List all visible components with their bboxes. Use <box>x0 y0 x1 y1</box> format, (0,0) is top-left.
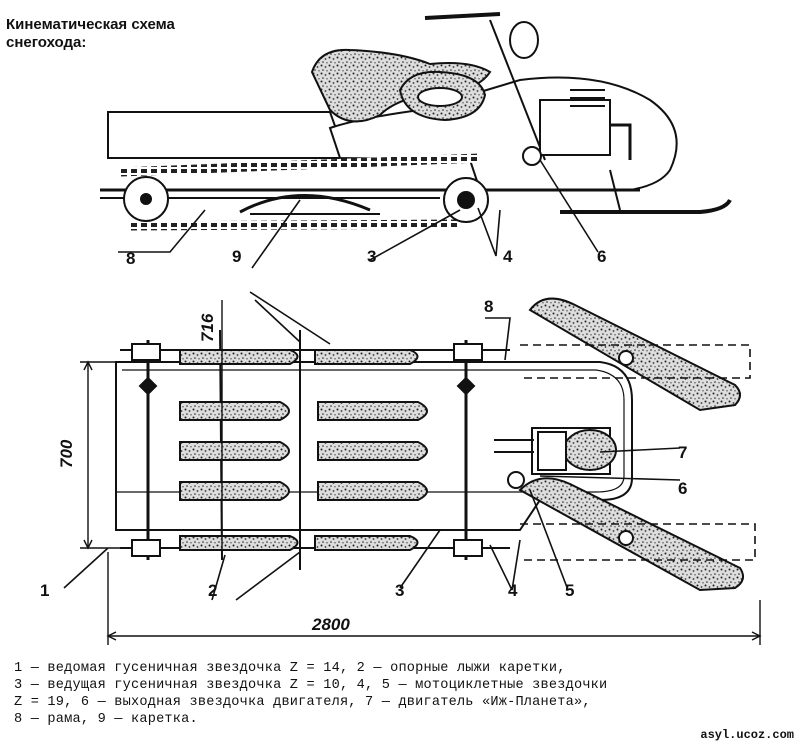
top-label-driven-sprocket: 1 <box>40 581 49 600</box>
engine-block-side <box>539 99 611 156</box>
dimension-track-gap: 716 <box>198 313 217 342</box>
headlight <box>509 21 539 59</box>
rear-sprocket-diamond <box>138 376 158 396</box>
side-label-frame: 8 <box>126 249 135 268</box>
engine-box <box>537 431 567 471</box>
engine-output-sprocket <box>507 471 525 489</box>
ski-outer-1 <box>179 349 299 365</box>
top-label-moto-sprocket-5: 5 <box>565 581 574 600</box>
output-shaft <box>494 439 534 453</box>
carriage-arch <box>239 194 371 214</box>
top-label-engine: 7 <box>678 443 687 462</box>
top-view <box>115 297 756 592</box>
side-label-drive-sprocket: 3 <box>367 247 376 266</box>
diagram-title: Кинематическая схема снегохода: <box>6 16 246 52</box>
rear-sprocket-top <box>131 343 161 361</box>
ski-outer-4 <box>314 535 419 551</box>
caption-line-3: Z = 19, 6 — выходная звездочка двигателя… <box>14 695 591 710</box>
ski-outer-3 <box>179 535 299 551</box>
steering-column <box>489 19 546 161</box>
watermark: asyl.ucoz.com <box>700 728 794 742</box>
track-lower <box>129 219 461 231</box>
dimension-width: 700 <box>57 439 76 468</box>
side-view <box>100 12 732 231</box>
engine-fins <box>570 89 605 107</box>
title-line-1: Кинематическая схема <box>6 16 175 33</box>
ski-inner-3 <box>179 441 290 461</box>
ski-inner-6 <box>317 481 428 501</box>
engine-cylinder <box>563 429 617 471</box>
drive-sprocket-top <box>453 343 483 361</box>
top-frame-inner <box>116 369 625 493</box>
side-label-engine-sprocket: 6 <box>597 247 606 266</box>
cargo-box <box>107 111 341 159</box>
handlebar <box>424 12 501 20</box>
caption-line-4: 8 — рама, 9 — каретка. <box>14 712 198 727</box>
top-label-moto-sprocket-4: 4 <box>508 581 518 600</box>
dimension-lines <box>80 300 762 645</box>
side-label-moto-sprocket: 4 <box>503 247 513 266</box>
ski-inner-5 <box>179 481 290 501</box>
legend-caption: 1 — ведомая гусеничная звездочка Z = 14,… <box>14 660 796 728</box>
fuel-cap <box>417 87 463 107</box>
front-ski <box>560 198 732 214</box>
dimension-length: 2800 <box>311 615 350 634</box>
dashed-ski-right <box>520 523 756 561</box>
ski-outer-2 <box>314 349 419 365</box>
ski-inner-4 <box>317 441 428 461</box>
exhaust-pipe <box>610 123 632 160</box>
seat <box>310 48 492 123</box>
top-label-engine-sprocket: 6 <box>678 479 687 498</box>
caption-line-2: 3 — ведущая гусеничная звездочка Z = 10,… <box>14 678 608 693</box>
ski-inner-2 <box>317 401 428 421</box>
side-view-leaders <box>118 159 599 269</box>
rear-sprocket-bottom <box>131 539 161 557</box>
front-ski-left <box>528 297 741 412</box>
engine-sprocket <box>522 146 542 166</box>
top-label-frame: 8 <box>484 297 493 316</box>
top-view-leaders <box>63 291 681 601</box>
ski-inner-1 <box>179 401 290 421</box>
caption-line-1: 1 — ведомая гусеничная звездочка Z = 14,… <box>14 661 566 676</box>
drive-sprocket-diamond <box>456 376 476 396</box>
top-label-support-skis: 2 <box>208 581 217 600</box>
track-upper <box>119 153 481 177</box>
title-line-2: снегохода: <box>6 34 87 51</box>
dashed-ski-left <box>520 344 751 379</box>
ski-strut <box>609 169 621 211</box>
top-label-drive-sprocket: 3 <box>395 581 404 600</box>
drive-sprocket-bottom <box>453 539 483 557</box>
side-label-carriage: 9 <box>232 247 241 266</box>
